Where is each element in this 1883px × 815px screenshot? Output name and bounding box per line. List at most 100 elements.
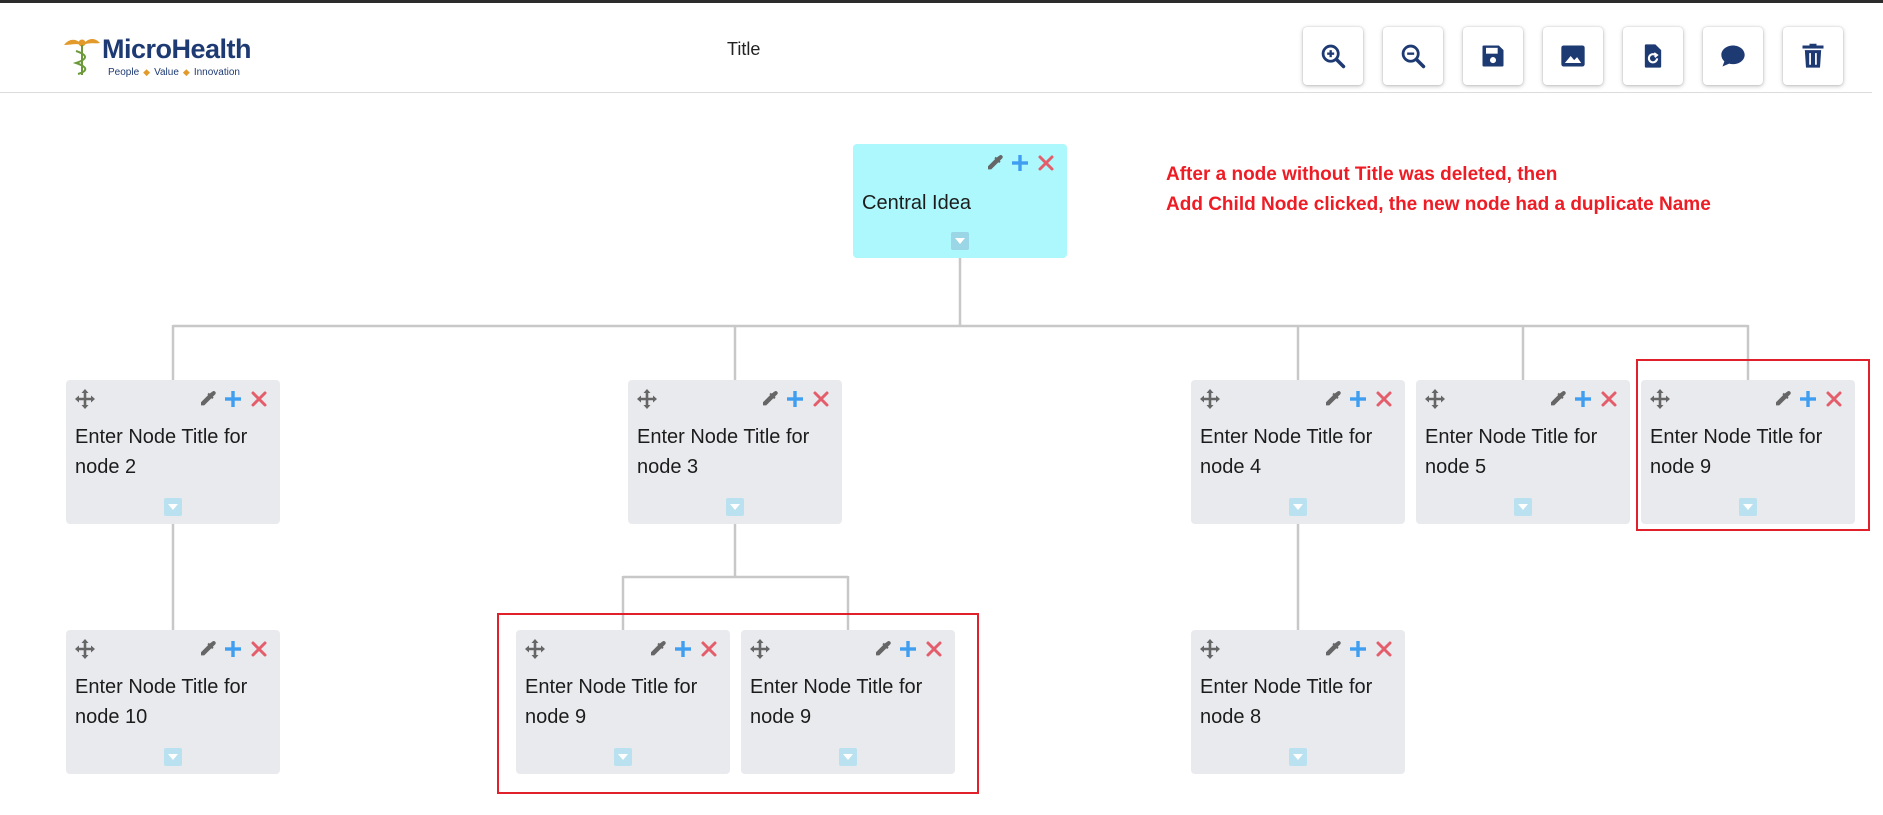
node-actions	[1321, 388, 1395, 410]
move-icon[interactable]	[636, 388, 658, 410]
add-child-icon[interactable]	[1347, 388, 1369, 410]
node-actions	[758, 388, 832, 410]
zoom-out-icon	[1401, 44, 1426, 69]
delete-node-icon[interactable]	[923, 638, 945, 660]
node-3[interactable]: Enter Node Title for node 3	[628, 380, 842, 524]
comment-icon	[1721, 45, 1745, 67]
delete-map-button[interactable]	[1783, 27, 1843, 85]
delete-node-icon[interactable]	[1373, 638, 1395, 660]
add-child-icon[interactable]	[222, 388, 244, 410]
caret-down-icon	[168, 504, 178, 510]
move-icon[interactable]	[1199, 638, 1221, 660]
caret-down-icon	[1293, 754, 1303, 760]
node-2[interactable]: Enter Node Title for node 2	[66, 380, 280, 524]
image-icon	[1561, 45, 1585, 67]
move-icon[interactable]	[749, 638, 771, 660]
add-child-icon[interactable]	[672, 638, 694, 660]
logo-name: MicroHealth	[102, 34, 252, 64]
node-9-duplicate-top[interactable]: Enter Node Title for node 9	[1641, 380, 1855, 524]
node-title[interactable]: Enter Node Title for node 4	[1200, 426, 1373, 478]
comment-button[interactable]	[1703, 27, 1763, 85]
caret-down-icon	[168, 754, 178, 760]
caret-down-icon	[1743, 504, 1753, 510]
collapse-toggle[interactable]	[1289, 748, 1307, 766]
node-actions	[1546, 388, 1620, 410]
delete-node-icon[interactable]	[698, 638, 720, 660]
annotation-line-1: After a node without Title was deleted, …	[1166, 164, 1558, 185]
caret-down-icon	[618, 754, 628, 760]
node-actions	[196, 638, 270, 660]
node-title[interactable]: Central Idea	[862, 192, 971, 214]
collapse-toggle[interactable]	[839, 748, 857, 766]
delete-node-icon[interactable]	[1598, 388, 1620, 410]
node-actions	[196, 388, 270, 410]
node-title[interactable]: Enter Node Title for node 5	[1425, 426, 1598, 478]
window-top-border	[0, 0, 1883, 3]
delete-node-icon[interactable]	[1035, 152, 1057, 174]
color-picker-icon[interactable]	[758, 388, 780, 410]
node-9-duplicate-a[interactable]: Enter Node Title for node 9	[516, 630, 730, 774]
save-icon	[1482, 45, 1504, 67]
delete-node-icon[interactable]	[248, 638, 270, 660]
color-picker-icon[interactable]	[1321, 638, 1343, 660]
color-picker-icon[interactable]	[196, 388, 218, 410]
microhealth-logo[interactable]: MicroHealth People◆Value◆Innovation	[62, 31, 262, 79]
delete-node-icon[interactable]	[248, 388, 270, 410]
node-actions	[1771, 388, 1845, 410]
node-8[interactable]: Enter Node Title for node 8	[1191, 630, 1405, 774]
node-title[interactable]: Enter Node Title for node 2	[75, 426, 248, 478]
caduceus-icon	[64, 38, 100, 75]
move-icon[interactable]	[1424, 388, 1446, 410]
save-button[interactable]	[1463, 27, 1523, 85]
color-picker-icon[interactable]	[1546, 388, 1568, 410]
move-icon[interactable]	[524, 638, 546, 660]
move-icon[interactable]	[74, 388, 96, 410]
delete-node-icon[interactable]	[1373, 388, 1395, 410]
node-10[interactable]: Enter Node Title for node 10	[66, 630, 280, 774]
add-child-icon[interactable]	[784, 388, 806, 410]
color-picker-icon[interactable]	[983, 152, 1005, 174]
move-icon[interactable]	[1649, 388, 1671, 410]
color-picker-icon[interactable]	[871, 638, 893, 660]
bug-annotation: After a node without Title was deleted, …	[1166, 160, 1711, 220]
delete-node-icon[interactable]	[810, 388, 832, 410]
node-5[interactable]: Enter Node Title for node 5	[1416, 380, 1630, 524]
color-picker-icon[interactable]	[646, 638, 668, 660]
color-picker-icon[interactable]	[1771, 388, 1793, 410]
add-child-icon[interactable]	[1009, 152, 1031, 174]
node-title[interactable]: Enter Node Title for node 3	[637, 426, 810, 478]
node-4[interactable]: Enter Node Title for node 4	[1191, 380, 1405, 524]
collapse-toggle[interactable]	[1289, 498, 1307, 516]
trash-icon	[1802, 43, 1824, 68]
add-child-icon[interactable]	[1347, 638, 1369, 660]
color-picker-icon[interactable]	[196, 638, 218, 660]
collapse-toggle[interactable]	[726, 498, 744, 516]
move-icon[interactable]	[1199, 388, 1221, 410]
delete-node-icon[interactable]	[1823, 388, 1845, 410]
node-title[interactable]: Enter Node Title for node 9	[750, 676, 923, 728]
zoom-out-button[interactable]	[1383, 27, 1443, 85]
node-title[interactable]: Enter Node Title for node 9	[525, 676, 698, 728]
add-child-icon[interactable]	[1797, 388, 1819, 410]
collapse-toggle[interactable]	[164, 748, 182, 766]
collapse-toggle[interactable]	[164, 498, 182, 516]
add-child-icon[interactable]	[222, 638, 244, 660]
zoom-in-button[interactable]	[1303, 27, 1363, 85]
collapse-toggle[interactable]	[614, 748, 632, 766]
add-child-icon[interactable]	[897, 638, 919, 660]
page-title[interactable]: Title	[727, 39, 761, 59]
node-9-duplicate-b[interactable]: Enter Node Title for node 9	[741, 630, 955, 774]
node-title[interactable]: Enter Node Title for node 9	[1650, 426, 1823, 478]
node-title[interactable]: Enter Node Title for node 8	[1200, 676, 1373, 728]
reset-button[interactable]	[1623, 27, 1683, 85]
node-actions	[646, 638, 720, 660]
collapse-toggle[interactable]	[1514, 498, 1532, 516]
collapse-toggle[interactable]	[1739, 498, 1757, 516]
move-icon[interactable]	[74, 638, 96, 660]
collapse-toggle[interactable]	[951, 232, 969, 250]
node-title[interactable]: Enter Node Title for node 10	[75, 676, 248, 728]
add-child-icon[interactable]	[1572, 388, 1594, 410]
node-central-idea[interactable]: Central Idea	[853, 144, 1067, 258]
color-picker-icon[interactable]	[1321, 388, 1343, 410]
export-image-button[interactable]	[1543, 27, 1603, 85]
